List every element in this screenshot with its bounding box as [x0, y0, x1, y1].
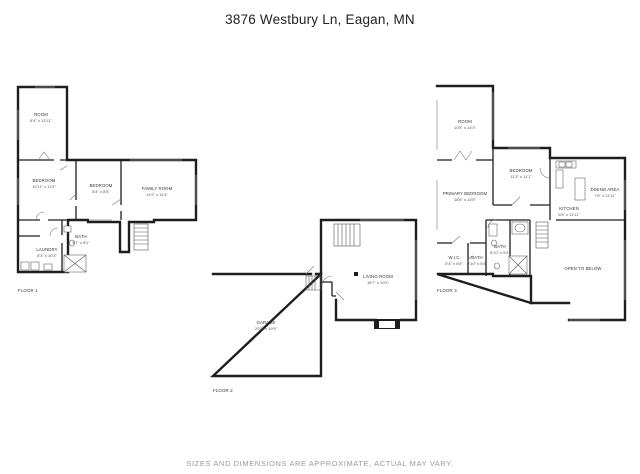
- room-dims: 8'10" x 5'4": [490, 250, 510, 255]
- floor-3-plan: ROOM 10'5" x 14'3" BEDROOM 11'3" x 11'1"…: [435, 84, 627, 322]
- floor-label: FLOOR 1: [18, 288, 38, 293]
- room-dims: 14'2" x 11'4": [146, 192, 168, 197]
- floor-label: FLOOR 3: [437, 288, 457, 293]
- disclaimer-footer: SIZES AND DIMENSIONS ARE APPROXIMATE, AC…: [186, 459, 454, 468]
- floor-1-plan: ROOM 8'4" x 13'11" BEDROOM 10'11" x 11'9…: [16, 85, 198, 293]
- room-dims: 18'7" x 19'4": [367, 280, 390, 285]
- floor-2-stairs: [305, 223, 361, 291]
- room-name: FAMILY ROOM: [142, 186, 173, 191]
- room-name: DINING AREA: [591, 187, 620, 192]
- floor-3-windows: [436, 92, 626, 321]
- room-name: OPEN TO BELOW: [564, 266, 602, 271]
- floor-2-windows: [360, 219, 417, 300]
- floor-3-interior-walls: [437, 148, 625, 276]
- room-name: PRIMARY BEDROOM: [443, 191, 488, 196]
- floor-3-stairs: [535, 221, 549, 249]
- room-dims: 5'10" x 5'4": [467, 261, 487, 266]
- room-dims: 10'5" x 14'3": [454, 125, 477, 130]
- room-name: ROOM: [34, 112, 48, 117]
- floor-1-laundry-fixtures: [20, 261, 53, 271]
- room-name: BATH: [75, 234, 87, 239]
- room-name: KITCHEN: [559, 206, 579, 211]
- room-name: BEDROOM: [90, 183, 113, 188]
- floor-1-interior-walls: [18, 159, 122, 272]
- room-name: LAUNDRY: [36, 247, 57, 252]
- room-dims: 10'11" x 11'9": [32, 184, 56, 189]
- room-dims: 8'3" x 10'3": [37, 253, 57, 258]
- page-title: 3876 Westbury Ln, Eagan, MN: [225, 12, 415, 27]
- room-dims: 8'5" x 11'11": [558, 212, 580, 217]
- room-name: GARAGE: [257, 320, 276, 325]
- room-dims: 8'4" x 13'11": [30, 118, 52, 123]
- room-dims: 8'4" x 8'5": [92, 189, 110, 194]
- room-dims: 4'1" x 8'1": [72, 240, 90, 245]
- floor-2-plan: LIVING ROOM 18'7" x 19'4" GARAGE 20'8" x…: [209, 218, 418, 393]
- fireplace-icon: [374, 319, 400, 329]
- floor-2-interior-walls: [321, 281, 336, 297]
- floor-3-bath-fixtures: [488, 221, 529, 275]
- floor-3-kitchen-fixtures: [555, 160, 586, 201]
- floor-3-doors: [451, 150, 551, 263]
- floor-1-bath-fixtures: [63, 225, 87, 273]
- room-dims: 5'4" x 5'8": [445, 261, 463, 266]
- room-name: ROOM: [458, 119, 472, 124]
- room-name: BATH: [494, 244, 506, 249]
- room-dims: 11'3" x 11'1": [510, 174, 532, 179]
- floor-2-living-walls: [314, 218, 418, 322]
- room-dims: 18'6" x 14'5": [454, 197, 477, 202]
- room-name: LIVING ROOM: [363, 274, 393, 279]
- floor-label: FLOOR 2: [213, 388, 233, 393]
- room-dims: 7'5" x 11'11": [594, 193, 616, 198]
- room-name: BATH: [471, 255, 483, 260]
- floor-1-doors: [35, 151, 122, 237]
- room-name: BEDROOM: [33, 178, 56, 183]
- room-name: BEDROOM: [510, 168, 533, 173]
- floor-2-garage-walls: [209, 271, 323, 378]
- floor-1-windows: [17, 86, 197, 273]
- floor-2-doors: [305, 265, 345, 301]
- room-name: W.I.C: [448, 255, 459, 260]
- marker-icon: [354, 272, 358, 276]
- floor-1-stairs: [133, 223, 149, 251]
- room-dims: 20'8" x 19'9": [255, 326, 278, 331]
